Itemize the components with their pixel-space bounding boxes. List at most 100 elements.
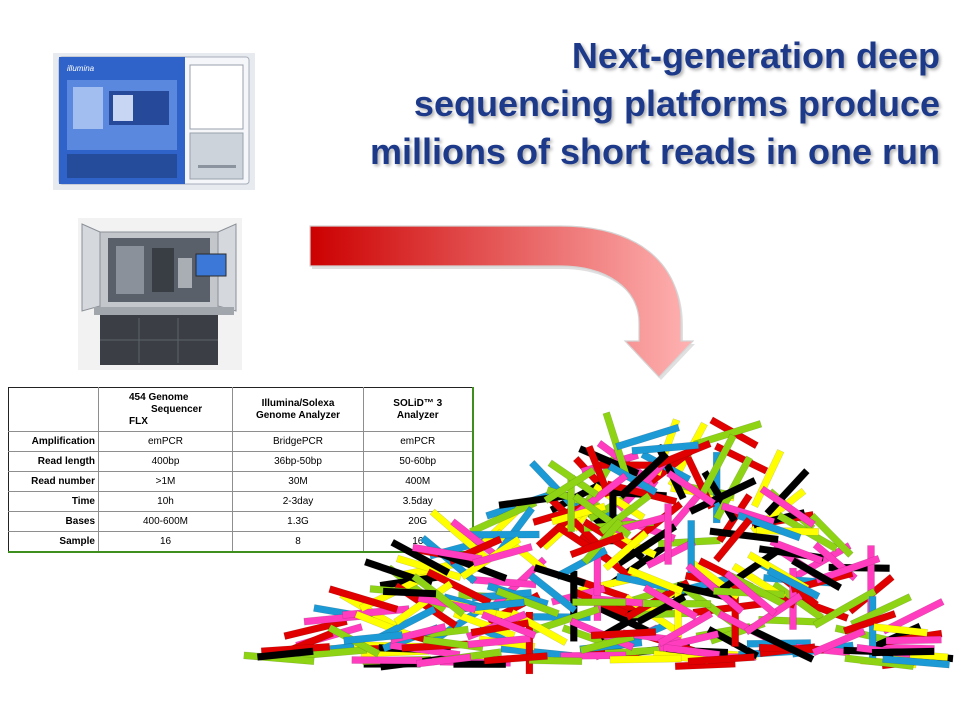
- read-bar: [460, 598, 525, 613]
- read-bar: [547, 495, 603, 549]
- illumina-logo: illumina: [67, 64, 95, 73]
- read-bar: [712, 587, 785, 599]
- read-bar: [299, 646, 368, 660]
- read-bar: [790, 569, 854, 594]
- read-bar: [635, 593, 687, 626]
- read-bar: [572, 472, 629, 518]
- lower-blue-panel: [67, 154, 177, 178]
- read-bar: [849, 593, 913, 628]
- read-bar: [675, 481, 735, 500]
- read-bar: [626, 642, 691, 657]
- read-bar: [666, 580, 731, 600]
- read-bar: [882, 655, 950, 669]
- read-bar: [363, 558, 433, 588]
- read-bar: [393, 580, 454, 626]
- read-bar: [720, 502, 776, 526]
- read-bar: [662, 476, 716, 537]
- read-bar: [789, 567, 797, 630]
- read-bar: [602, 487, 668, 500]
- read-bar: [808, 512, 854, 558]
- read-bar: [869, 622, 922, 652]
- read-bar: [666, 574, 730, 599]
- read-bar: [395, 554, 462, 582]
- read-bar: [320, 644, 375, 654]
- read-bar: [670, 484, 735, 502]
- read-bar: [490, 556, 548, 610]
- read-bar: [631, 441, 700, 455]
- read-bar: [579, 632, 635, 655]
- read-bar: [528, 572, 578, 614]
- read-bar: [379, 654, 448, 671]
- read-bar: [812, 587, 877, 629]
- read-bar: [886, 629, 943, 646]
- read-bar: [528, 459, 584, 517]
- read-bar: [485, 490, 555, 520]
- read-bar: [543, 466, 597, 504]
- read-bar: [596, 439, 659, 489]
- solid-sequencer-image: [78, 218, 242, 370]
- read-bar: [354, 610, 411, 639]
- read-bar: [378, 605, 437, 641]
- read-bar: [569, 617, 635, 651]
- row-label: Read length: [8, 451, 99, 472]
- read-bar: [602, 411, 631, 481]
- read-bar: [509, 609, 568, 647]
- read-bar: [500, 644, 573, 660]
- read-bar: [716, 492, 753, 544]
- table-cell: 16: [98, 531, 233, 553]
- read-bar: [389, 641, 461, 659]
- table-cell: emPCR: [98, 431, 233, 452]
- read-bar: [743, 583, 797, 609]
- read-bar: [525, 611, 534, 675]
- read-bar: [675, 581, 737, 603]
- row-label: Bases: [8, 511, 99, 532]
- read-bar: [467, 634, 532, 649]
- read-bar: [881, 643, 935, 653]
- read-bar: [415, 653, 472, 668]
- read-bar: [567, 474, 575, 533]
- read-bar: [550, 584, 606, 606]
- read-bar: [868, 596, 877, 665]
- read-bar: [379, 573, 440, 590]
- row-label: Time: [8, 491, 99, 512]
- read-bar: [528, 656, 583, 666]
- read-bar: [686, 653, 757, 661]
- read-bar: [554, 522, 612, 565]
- read-bar: [624, 578, 691, 621]
- table-cell: 3.5day: [363, 491, 474, 512]
- read-bar: [763, 573, 831, 587]
- table-cell: 2-3day: [232, 491, 364, 512]
- table-cell: 16: [363, 531, 474, 553]
- work-shelf: [94, 307, 234, 315]
- read-bar: [283, 617, 348, 640]
- read-bar: [666, 469, 717, 507]
- read-bar: [535, 500, 589, 549]
- read-bar: [642, 584, 699, 621]
- read-bar: [645, 538, 697, 570]
- read-bar: [685, 647, 758, 661]
- read-bar: [713, 455, 754, 521]
- header-line: Analyzer: [396, 409, 439, 421]
- read-bar: [713, 442, 769, 475]
- read-bar: [339, 591, 403, 633]
- read-bar: [343, 631, 403, 645]
- read-bar: [593, 550, 602, 621]
- read-bar: [587, 480, 652, 523]
- read-bar: [486, 591, 541, 626]
- read-bar: [570, 481, 611, 532]
- read-bar: [697, 433, 737, 499]
- read-bar: [723, 570, 778, 617]
- read-bar: [885, 635, 942, 645]
- read-bar: [260, 642, 331, 656]
- read-bar: [327, 624, 381, 658]
- table-row: Amplification emPCR BridgePCR emPCR: [8, 431, 474, 452]
- read-bar: [498, 491, 569, 510]
- read-bar: [403, 551, 471, 590]
- read-bar: [881, 654, 944, 670]
- read-bar: [469, 530, 540, 539]
- read-bar: [615, 423, 681, 451]
- read-bar: [771, 580, 825, 622]
- read-bar: [892, 649, 949, 662]
- read-bar: [867, 545, 875, 616]
- curved-arrow: [309, 225, 695, 380]
